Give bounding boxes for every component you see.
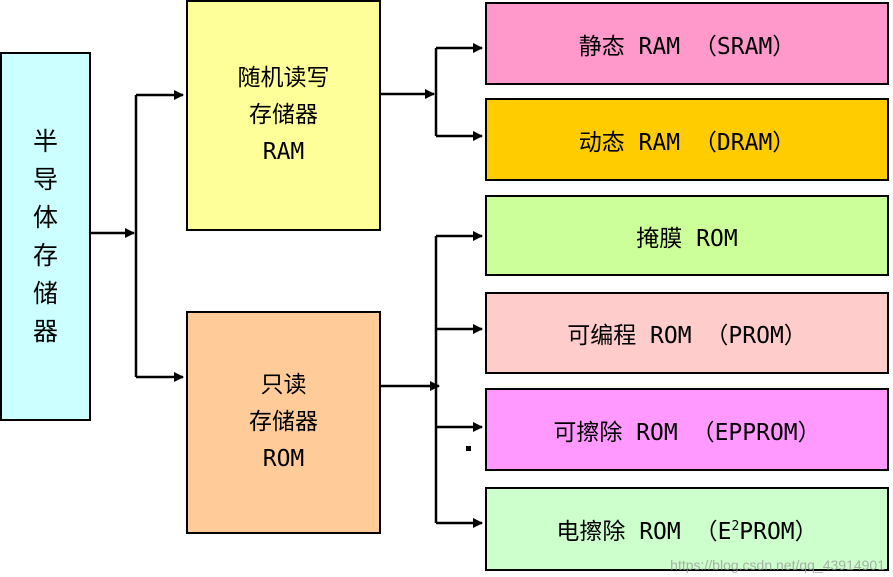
leaf-node-dram: 动态 RAM （DRAM） bbox=[485, 98, 889, 181]
eeprom-label-suffix: PROM） bbox=[739, 519, 818, 545]
eeprom-label: 电擦除 ROM （E2PROM） bbox=[556, 512, 817, 546]
leaf-node-mask-rom: 掩膜 ROM bbox=[485, 195, 889, 276]
leaf-node-eeprom: 电擦除 ROM （E2PROM） bbox=[485, 487, 889, 571]
leaf-node-prom: 可编程 ROM （PROM） bbox=[485, 292, 889, 374]
ram-label-line-1: 随机读写 bbox=[237, 65, 330, 91]
rom-label-line-2: 存储器 bbox=[249, 409, 318, 435]
rom-label-line-3: ROM bbox=[262, 446, 305, 472]
root-node-semiconductor-memory: 半导体存储器 bbox=[0, 52, 91, 421]
eeprom-label-superscript: 2 bbox=[731, 519, 740, 534]
eeprom-label-prefix: 电擦除 ROM （E bbox=[556, 519, 732, 545]
watermark-text: https://blog.csdn.net/qq_43914901 bbox=[670, 557, 885, 573]
prom-label: 可编程 ROM （PROM） bbox=[567, 323, 807, 349]
leaf-node-eprom: 可擦除 ROM （EPPROM） bbox=[485, 388, 889, 471]
root-node-label: 半导体存储器 bbox=[32, 126, 58, 346]
category-node-ram: 随机读写 存储器 RAM bbox=[186, 0, 381, 231]
leaf-node-sram: 静态 RAM （SRAM） bbox=[485, 2, 889, 85]
rom-label-line-1: 只读 bbox=[260, 372, 307, 398]
stray-dot bbox=[466, 446, 471, 451]
mask-rom-label: 掩膜 ROM bbox=[636, 225, 738, 252]
ram-label-line-3: RAM bbox=[262, 139, 305, 165]
dram-label: 动态 RAM （DRAM） bbox=[578, 129, 796, 156]
ram-label: 随机读写 存储器 RAM bbox=[238, 60, 330, 171]
rom-label: 只读 存储器 ROM bbox=[249, 367, 318, 478]
sram-label: 静态 RAM （SRAM） bbox=[578, 33, 796, 60]
category-node-rom: 只读 存储器 ROM bbox=[186, 311, 381, 534]
ram-label-line-2: 存储器 bbox=[249, 102, 318, 128]
eprom-label: 可擦除 ROM （EPPROM） bbox=[553, 419, 821, 446]
